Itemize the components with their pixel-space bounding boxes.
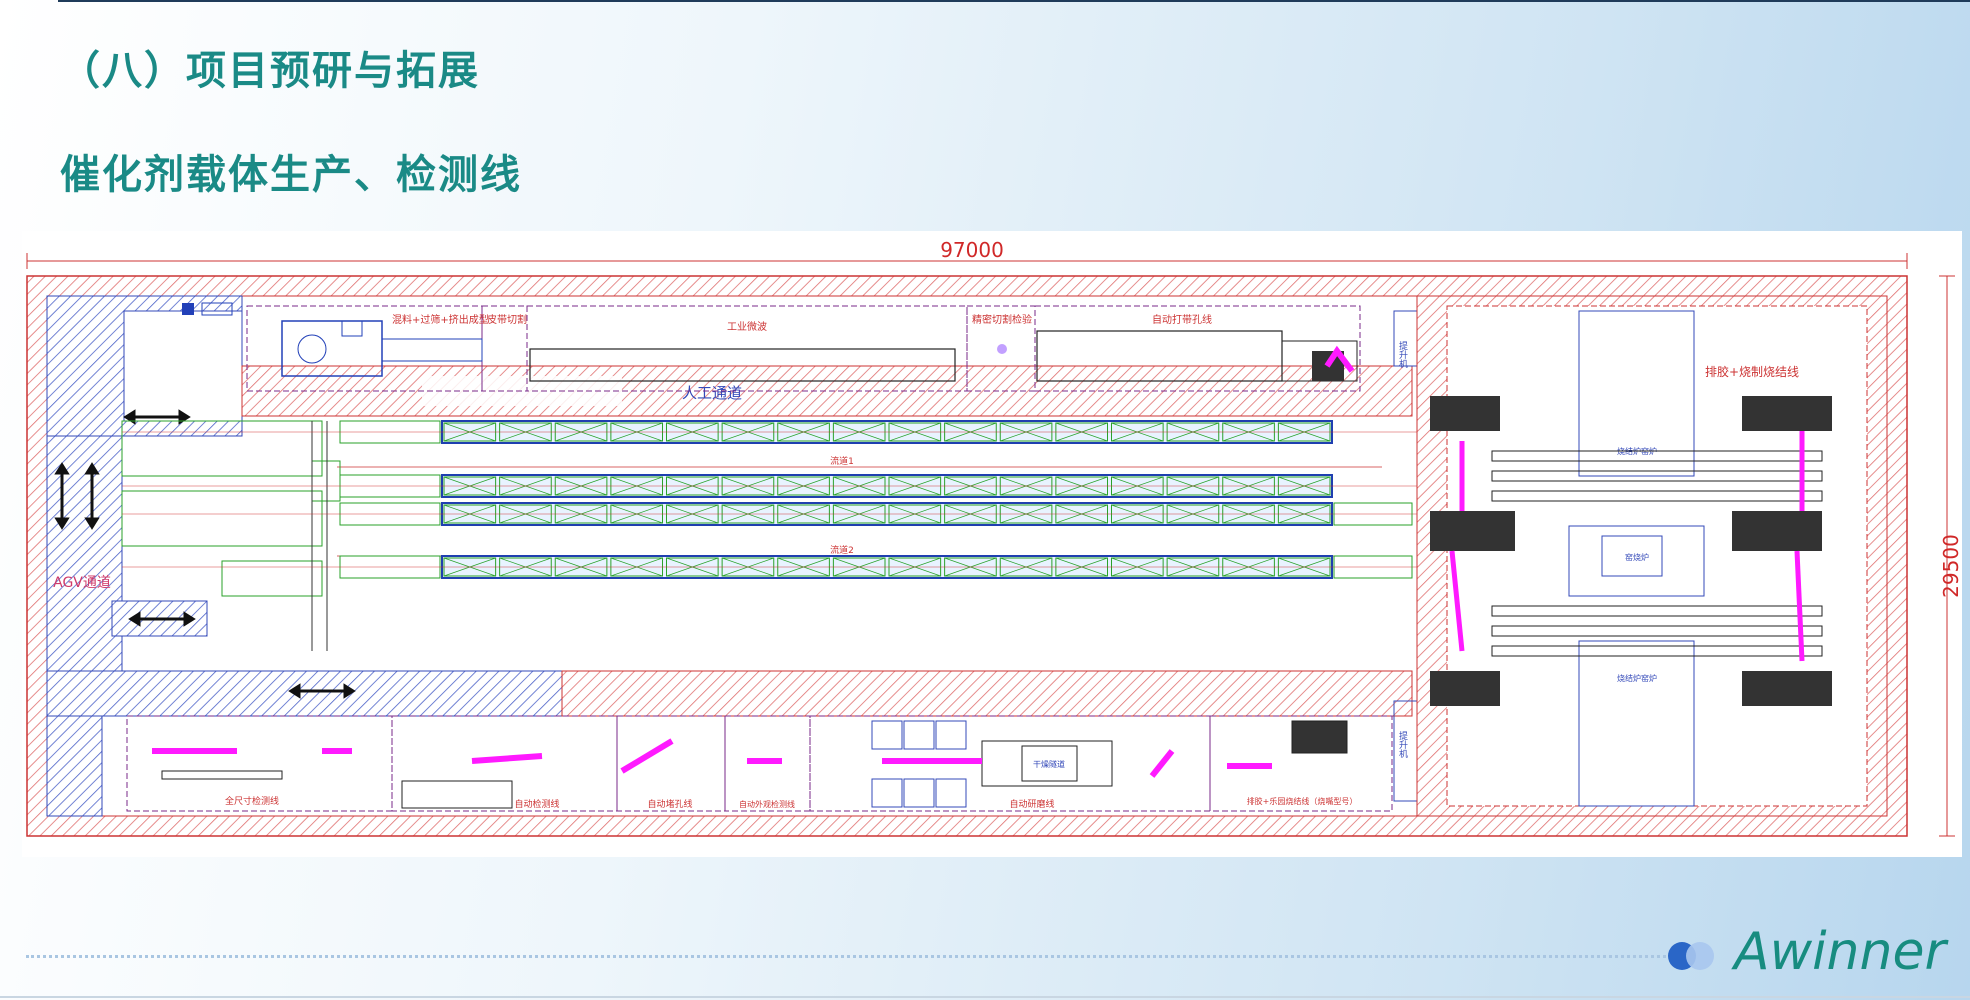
- bottom-line-5-label: 自动外观检测线: [739, 799, 795, 809]
- top-divider: [58, 0, 1970, 2]
- agv-aisle-label: AGV通道: [53, 575, 111, 591]
- dimension-height: 29500: [1939, 275, 1962, 837]
- brand-name: Awinner: [1734, 922, 1946, 982]
- channel-1-label: 流道1: [830, 455, 854, 467]
- bottom-line: 全尺寸检测线 自动检测线 自动堵孔线 自动外观检测线 自动研磨线 排胶+乐园烧结…: [126, 715, 1393, 812]
- footer-divider: [26, 955, 1666, 958]
- manual-aisle-label: 人工通道: [682, 384, 742, 402]
- factory-layout-drawing: 97000 29500 AGV通道: [22, 231, 1962, 857]
- sintering-section: 排胶+烧制烧结线 烧结炉窑炉 窑烧炉 烧结炉窑炉: [1416, 295, 1888, 817]
- kiln-mid-label: 窑烧炉: [1625, 552, 1649, 562]
- top-line-3-label: 工业微波: [727, 320, 767, 333]
- mid-box-label: 干燥隧道: [1033, 759, 1065, 769]
- bottom-divider: [0, 996, 1970, 998]
- conveyor-exit-0: [1333, 502, 1413, 526]
- bottom-line-6-label: 自动研磨线: [1009, 798, 1054, 810]
- logo-dot-light: [1686, 942, 1714, 970]
- bottom-line-3-label: 自动检测线: [514, 798, 559, 810]
- kiln-bottom-label: 烧结炉窑炉: [1617, 673, 1657, 683]
- top-line-2-label: 皮带切割: [487, 313, 527, 326]
- manual-aisle: 人工通道: [241, 365, 1413, 717]
- dimension-width-label: 97000: [940, 238, 1004, 262]
- awinner-logo: Awinner: [1668, 918, 1958, 988]
- bottom-line-1-label: 全尺寸检测线: [225, 795, 279, 807]
- pink-conveyors: [1324, 345, 1355, 373]
- lift-top-label: 提升机: [1397, 341, 1408, 369]
- dimension-width: 97000: [26, 238, 1908, 269]
- top-line-1-label: 混料+过筛+挤出成型: [392, 313, 489, 326]
- drying-line-label: 排胶+烧制烧结线: [1705, 364, 1799, 379]
- channel-2-label: 流道2: [830, 544, 854, 556]
- conveyor-exit-1: [1333, 555, 1413, 579]
- lift-bottom-label: 提升机: [1397, 731, 1408, 759]
- top-line-5-label: 自动打带孔线: [1152, 313, 1212, 326]
- dimension-height-label: 29500: [1939, 534, 1962, 598]
- bottom-line-7-label: 排胶+乐园烧结线（烧嘴型号）: [1247, 796, 1358, 806]
- conveyor-channels: 流道1 流道2: [121, 420, 1417, 651]
- slide-subtitle: 催化剂载体生产、检测线: [60, 152, 522, 198]
- section-title: （八）项目预研与拓展: [60, 48, 480, 94]
- layout-svg: 97000 29500 AGV通道: [26, 238, 1962, 837]
- bottom-line-4-label: 自动堵孔线: [647, 798, 692, 810]
- top-line-4-label: 精密切割检验: [972, 313, 1032, 326]
